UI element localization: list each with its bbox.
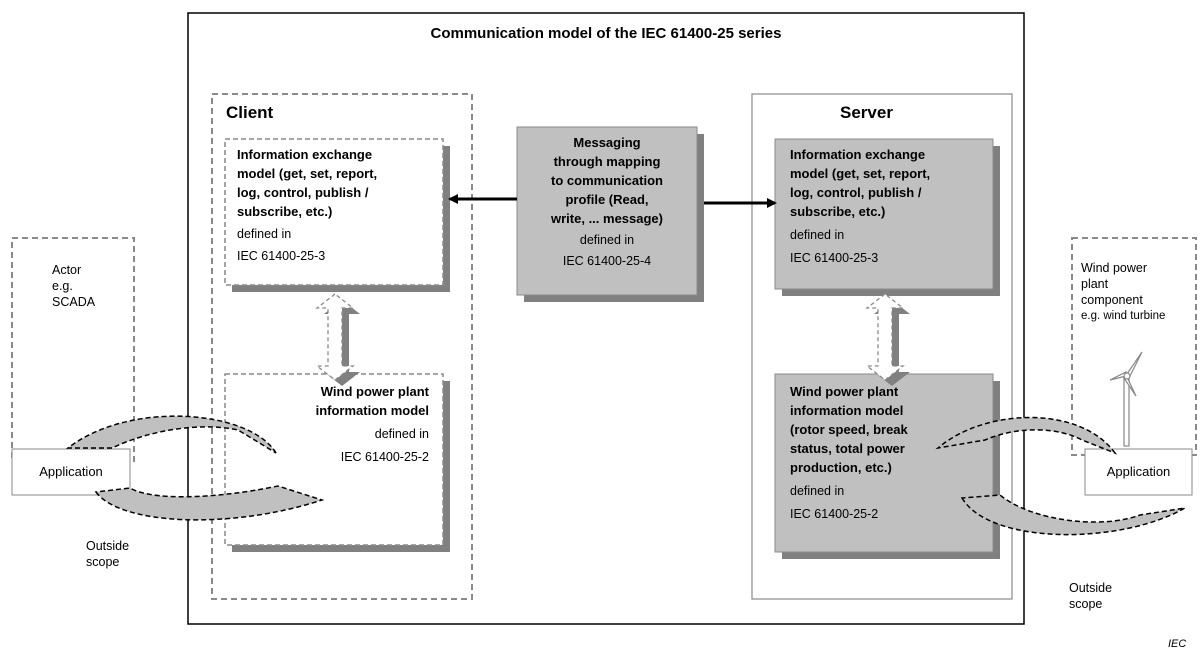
client-label: Client <box>226 103 274 122</box>
server-exchange-box <box>774 138 994 290</box>
left-outside-scope: Outside scope <box>86 538 129 570</box>
server-model-text: Wind power plant information model (roto… <box>790 382 990 522</box>
server-model-line: status, total power <box>790 441 905 456</box>
left-outside-line: scope <box>86 555 120 569</box>
server-exchange-line: model (get, set, report, <box>790 166 931 181</box>
server-model-standard: IEC 61400-25-2 <box>790 507 879 521</box>
client-model-text: Wind power plant information model defin… <box>226 382 429 465</box>
left-application-label: Application <box>39 464 103 479</box>
client-exchange-standard: IEC 61400-25-3 <box>237 249 326 263</box>
server-model-line: Wind power plant <box>790 384 899 399</box>
server-model-line: production, etc.) <box>790 460 892 475</box>
client-exchange-defined-in: defined in <box>237 227 292 241</box>
server-model-line: (rotor speed, break <box>790 422 908 437</box>
messaging-line: Messaging <box>573 135 641 150</box>
messaging-text: Messaging through mapping to communicati… <box>517 133 697 269</box>
left-curve-arrow-lower <box>94 485 325 521</box>
iec-tag: IEC <box>1168 638 1187 650</box>
right-outside-scope: Outside scope <box>1069 580 1112 612</box>
right-actor-line: plant <box>1081 277 1109 291</box>
server-model-defined-in: defined in <box>790 484 845 498</box>
right-application-label: Application <box>1106 464 1171 479</box>
messaging-defined-in: defined in <box>579 233 635 247</box>
right-outside-line: Outside <box>1069 581 1113 595</box>
client-model-standard: IEC 61400-25-2 <box>340 450 429 464</box>
server-label: Server <box>840 103 893 122</box>
right-outside-line: scope <box>1069 597 1103 611</box>
client-model-line: information model <box>315 403 429 418</box>
client-exchange-line: Information exchange <box>237 147 373 162</box>
client-exchange-line: log, control, publish / <box>237 185 369 200</box>
right-actor-line: Wind power <box>1081 261 1147 275</box>
left-actor-line: Actor <box>52 263 82 277</box>
client-model-defined-in: defined in <box>374 427 429 441</box>
server-exchange-standard: IEC 61400-25-3 <box>790 251 879 265</box>
right-actor-line: component <box>1081 293 1143 307</box>
client-exchange-line: model (get, set, report, <box>237 166 378 181</box>
server-model-line: information model <box>790 403 904 418</box>
server-frame <box>751 93 1013 600</box>
client-model-line: Wind power plant <box>320 384 429 399</box>
client-model-box <box>224 373 444 546</box>
messaging-line: through mapping <box>553 154 661 169</box>
diagram-title: Communication model of the IEC 61400-25 … <box>430 25 782 42</box>
right-actor-line: e.g. wind turbine <box>1081 310 1166 322</box>
right-curve-arrow-upper <box>935 416 1118 455</box>
left-application-box <box>11 448 131 496</box>
server-exchange-text: Information exchange model (get, set, re… <box>790 145 990 266</box>
messaging-line: profile (Read, <box>565 192 649 207</box>
messaging-line: write, ... message) <box>551 211 663 226</box>
server-vertical-arrow <box>865 293 905 381</box>
client-vertical-arrow <box>315 293 355 381</box>
server-exchange-line: Information exchange <box>790 147 926 162</box>
wind-turbine-icon <box>1109 351 1143 447</box>
messaging-line: to communication <box>551 173 663 188</box>
left-outside-line: Outside <box>86 539 130 553</box>
left-curve-arrow-upper <box>65 415 277 454</box>
client-exchange-line: subscribe, etc.) <box>237 204 333 219</box>
client-exchange-text: Information exchange model (get, set, re… <box>237 145 442 264</box>
left-actor-text: Actor e.g. SCADA <box>52 262 95 310</box>
left-actor-line: e.g. <box>52 279 73 293</box>
server-exchange-defined-in: defined in <box>790 228 845 242</box>
server-model-box <box>774 373 994 553</box>
messaging-standard: IEC 61400-25-4 <box>562 254 652 268</box>
right-application-box <box>1084 448 1193 496</box>
server-exchange-line: subscribe, etc.) <box>790 204 886 219</box>
right-actor-text: Wind power plant component e.g. wind tur… <box>1081 260 1165 324</box>
client-exchange-box <box>224 138 444 286</box>
left-actor-line: SCADA <box>52 295 96 309</box>
client-frame <box>211 93 473 600</box>
server-exchange-line: log, control, publish / <box>790 185 922 200</box>
messaging-box <box>516 126 698 296</box>
right-curve-arrow-lower <box>960 494 1186 536</box>
